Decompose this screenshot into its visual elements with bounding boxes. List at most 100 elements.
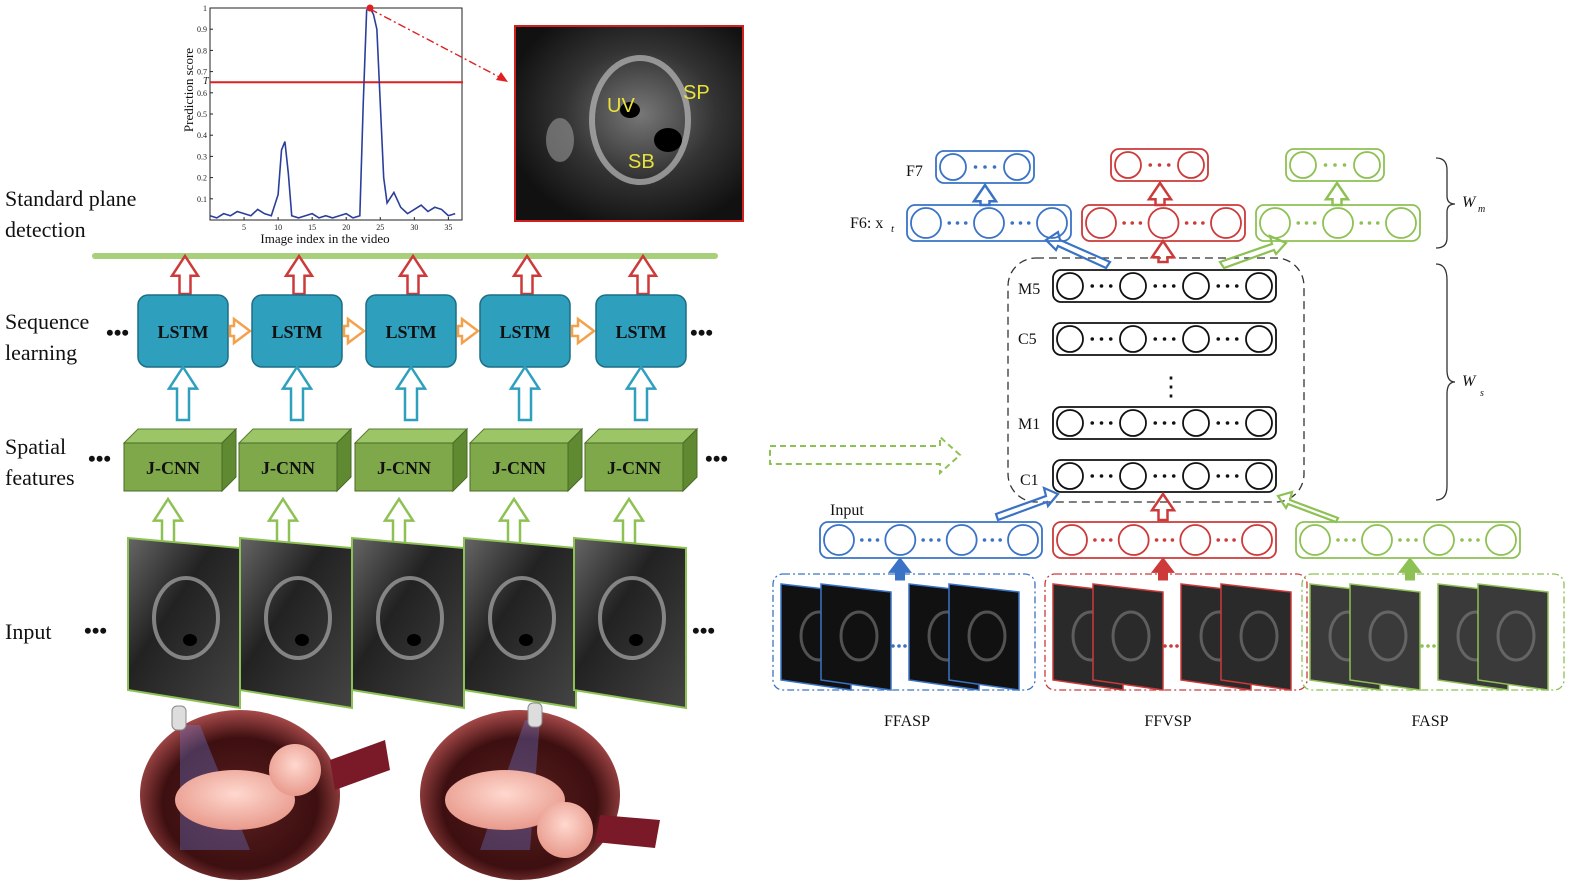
jcnn-ellipsis-right: ••• <box>705 446 728 471</box>
neuron-dot <box>990 538 995 542</box>
neuron-dot <box>1026 221 1031 225</box>
neuron-dot <box>1162 474 1167 478</box>
neuron-dot <box>982 538 987 542</box>
input-c1-arrow-blue <box>994 486 1060 522</box>
neuron <box>1114 151 1142 179</box>
neuron <box>973 207 1005 239</box>
y-tick-label: 0.5 <box>197 110 207 119</box>
neuron-dot <box>1225 474 1230 478</box>
neuron <box>1245 462 1273 490</box>
input-frame <box>127 536 241 710</box>
recurrent-arrow <box>228 316 253 346</box>
neuron <box>1119 325 1147 353</box>
neuron-dot <box>1367 221 1372 225</box>
neuron <box>1353 151 1381 179</box>
threshold-label: T <box>203 76 210 87</box>
neuron <box>1119 462 1147 490</box>
neuron-dot <box>1018 221 1023 225</box>
recurrent-arrow <box>342 316 367 346</box>
neuron-dot <box>1192 221 1197 225</box>
inset-sb <box>654 128 682 152</box>
frame-abdomen <box>152 576 220 660</box>
neuron-dot <box>1342 163 1347 167</box>
neuron <box>1056 409 1084 437</box>
neuron <box>1085 207 1117 239</box>
lstm-ellipsis-left: ••• <box>106 320 129 345</box>
dataset-frame-content <box>1368 610 1408 662</box>
input-red <box>1052 521 1277 559</box>
y-tick-label: 0.2 <box>197 174 207 183</box>
input-c1-arrow-green <box>1276 490 1340 524</box>
jcnn-top <box>468 428 584 444</box>
neuron-dot <box>1216 538 1221 542</box>
feature-arrow <box>166 364 200 422</box>
neuron-dot <box>1460 538 1464 542</box>
neuron <box>1385 207 1417 239</box>
neuron <box>1182 409 1210 437</box>
neuron-dot <box>1216 284 1221 288</box>
dataset-gap-dot <box>1169 644 1173 648</box>
label-c5: C5 <box>1018 331 1037 348</box>
shared-f6-arrow-green <box>1218 234 1288 270</box>
label-f6: F6: x <box>850 215 883 232</box>
neuron-dot <box>1153 421 1158 425</box>
neuron <box>1117 524 1150 556</box>
neuron-dot <box>1130 221 1135 225</box>
dataset-input-arrow-fasp <box>1397 557 1423 581</box>
neuron <box>1210 207 1242 239</box>
neuron-dot <box>1216 474 1221 478</box>
weight-wm: W <box>1462 194 1477 211</box>
f6-blue <box>906 204 1072 242</box>
neuron-dot <box>1010 221 1015 225</box>
neuron-dot <box>1476 538 1480 542</box>
neuron-dot <box>1090 421 1095 425</box>
neuron <box>1003 153 1031 181</box>
lstm-label: LSTM <box>385 322 436 342</box>
neuron <box>1177 151 1205 179</box>
lstm-label: LSTM <box>157 322 208 342</box>
neuron-dot <box>875 538 880 542</box>
neuron <box>1485 524 1517 556</box>
neuron-dot <box>992 165 997 169</box>
right-layers <box>819 148 1521 559</box>
input-frame <box>573 536 687 710</box>
neuron-dot <box>929 538 933 542</box>
jcnn-block <box>354 442 454 492</box>
jcnn-top <box>583 428 699 444</box>
jcnn-block <box>584 442 684 492</box>
neuron <box>1241 524 1273 556</box>
neuron-dot <box>1170 538 1175 542</box>
label-f7: F7 <box>906 163 923 180</box>
y-tick-label: 0.7 <box>197 68 207 77</box>
neuron-dot <box>1148 163 1153 167</box>
neuron-dot <box>1171 474 1176 478</box>
jcnn-label: J-CNN <box>492 458 546 478</box>
y-tick-label: 0.1 <box>197 195 207 204</box>
label-detection-1: Standard plane <box>5 186 136 211</box>
neuron-dot <box>955 221 960 225</box>
recurrent-arrow <box>456 316 481 346</box>
frame-sb <box>407 634 421 646</box>
neuron-dot <box>1153 337 1158 341</box>
neuron-dot <box>1093 538 1097 542</box>
neuron <box>1182 325 1210 353</box>
jcnn-label: J-CNN <box>261 458 315 478</box>
fetus-illustration-1 <box>140 705 390 880</box>
neuron-dot <box>1323 163 1328 167</box>
inset-label-uv: UV <box>607 95 635 117</box>
dataset-gap-dot <box>1432 644 1436 648</box>
neuron <box>1119 272 1147 300</box>
input-frame <box>463 536 577 710</box>
frame-sb <box>629 634 643 646</box>
jcnn-top <box>353 428 469 444</box>
inset-label-sb: SB <box>628 151 655 173</box>
neuron-dot <box>1162 337 1167 341</box>
neuron <box>1056 524 1088 556</box>
neuron-dot <box>1099 284 1104 288</box>
frame-abdomen <box>264 576 332 660</box>
neuron-dot <box>1232 538 1236 542</box>
shared-layer-1 <box>1052 322 1277 356</box>
neuron-dot <box>1224 538 1228 542</box>
feature-arrow <box>394 364 428 422</box>
neuron <box>1245 272 1273 300</box>
